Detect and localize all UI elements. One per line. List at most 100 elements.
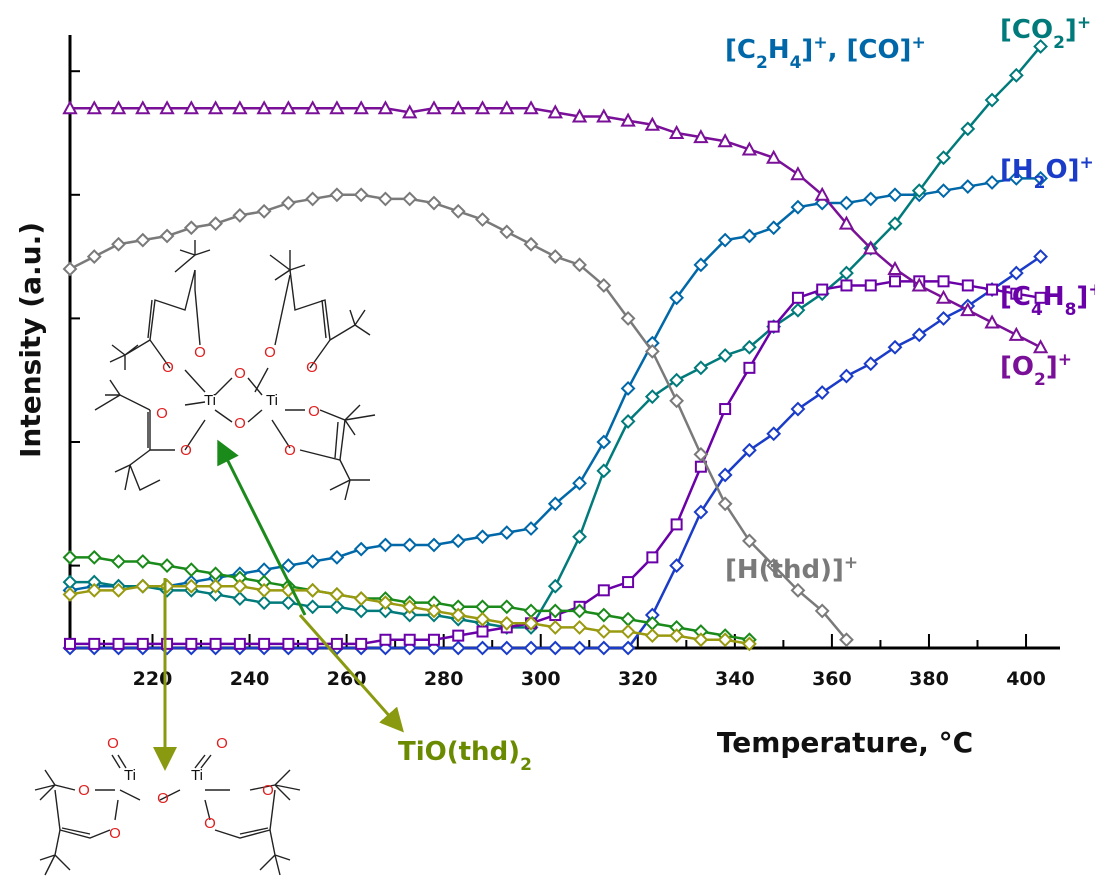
data-point xyxy=(693,504,709,520)
data-point xyxy=(669,393,685,409)
data-point xyxy=(547,603,563,619)
data-point xyxy=(1010,287,1023,300)
data-point xyxy=(935,289,952,304)
data-point xyxy=(547,619,563,635)
data-point xyxy=(766,558,782,574)
data-point xyxy=(741,533,757,549)
data-point xyxy=(305,599,321,615)
atom-ti: Ti xyxy=(124,767,136,784)
data-point xyxy=(280,195,296,211)
data-point xyxy=(499,599,515,615)
annotation-label-part: 2 xyxy=(520,755,532,775)
data-point xyxy=(887,187,903,203)
data-point xyxy=(693,257,709,273)
data-point xyxy=(329,549,345,565)
data-point xyxy=(329,587,345,602)
data-point xyxy=(669,290,685,306)
x-tick-label: 280 xyxy=(424,668,464,690)
series-label-5-part: + xyxy=(844,553,858,573)
atom-o: O xyxy=(284,442,296,459)
data-point xyxy=(62,587,78,602)
data-point xyxy=(597,584,610,597)
data-point xyxy=(207,100,224,115)
data-point xyxy=(863,191,879,207)
data-point xyxy=(135,578,151,594)
atom-o: O xyxy=(180,442,192,459)
series-label-5: [H(thd)]+ xyxy=(725,553,858,585)
atom-ti: Ti xyxy=(204,392,216,409)
data-point xyxy=(693,360,709,376)
data-point xyxy=(476,625,489,638)
data-point xyxy=(256,203,272,219)
data-point xyxy=(135,100,151,115)
x-tick-label: 360 xyxy=(812,668,852,690)
data-point xyxy=(523,615,539,631)
data-point xyxy=(183,578,199,594)
data-point xyxy=(499,525,515,541)
data-point xyxy=(1033,170,1049,186)
data-point xyxy=(450,607,466,623)
data-point xyxy=(814,603,830,619)
x-tick-label: 260 xyxy=(327,668,367,690)
arrow-to-label xyxy=(298,614,404,733)
data-point xyxy=(572,475,587,491)
data-point xyxy=(765,149,782,164)
data-point xyxy=(233,637,246,650)
data-point xyxy=(304,100,321,115)
data-point xyxy=(743,361,756,374)
data-point xyxy=(572,603,587,619)
data-point xyxy=(353,541,369,557)
data-point xyxy=(814,385,830,400)
data-point xyxy=(353,603,369,619)
data-point xyxy=(402,607,418,623)
data-point xyxy=(86,549,102,565)
data-point xyxy=(499,640,515,656)
data-point xyxy=(864,279,877,292)
data-point xyxy=(426,537,442,553)
data-point xyxy=(741,339,757,355)
data-point xyxy=(839,368,854,384)
data-point xyxy=(110,100,127,115)
atom-o: O xyxy=(194,344,206,361)
atom-o: O xyxy=(107,735,119,752)
pointer-arrows xyxy=(153,439,404,771)
atom-o: O xyxy=(156,405,168,422)
series-label-0-part: , [CO] xyxy=(828,35,912,65)
data-point xyxy=(838,215,855,230)
data-point xyxy=(936,183,951,199)
data-point xyxy=(839,632,854,648)
data-point xyxy=(111,582,126,598)
data-point xyxy=(62,549,78,565)
data-point xyxy=(571,108,588,123)
data-point xyxy=(111,554,126,569)
data-point xyxy=(814,186,830,201)
series-line xyxy=(69,177,1041,592)
data-point xyxy=(62,261,78,277)
data-point xyxy=(475,640,490,656)
series-label-3-part: 4 xyxy=(1031,300,1043,320)
data-point xyxy=(282,637,295,650)
data-point xyxy=(86,100,102,115)
data-point xyxy=(644,389,660,405)
data-point xyxy=(644,343,660,359)
data-point xyxy=(572,257,587,273)
data-point xyxy=(839,195,854,211)
series-label-4-part: ] xyxy=(1046,352,1058,382)
data-point xyxy=(790,582,806,598)
x-axis-title: Temperature, °C xyxy=(717,726,973,759)
atom-o: O xyxy=(109,825,121,842)
data-point xyxy=(1008,265,1024,281)
arrow-to-dimer xyxy=(217,439,307,616)
series-label-3-part: 8 xyxy=(1065,300,1077,320)
data-point xyxy=(426,100,442,115)
data-point xyxy=(183,562,199,578)
series-label-1: [CO2]+ xyxy=(1000,13,1091,53)
series-label-0-part: 4 xyxy=(790,53,802,73)
series-label-3-part: [C xyxy=(1000,282,1031,312)
data-point xyxy=(693,446,709,462)
data-point xyxy=(305,191,321,207)
atom-o: O xyxy=(234,415,246,432)
data-point xyxy=(622,576,635,589)
